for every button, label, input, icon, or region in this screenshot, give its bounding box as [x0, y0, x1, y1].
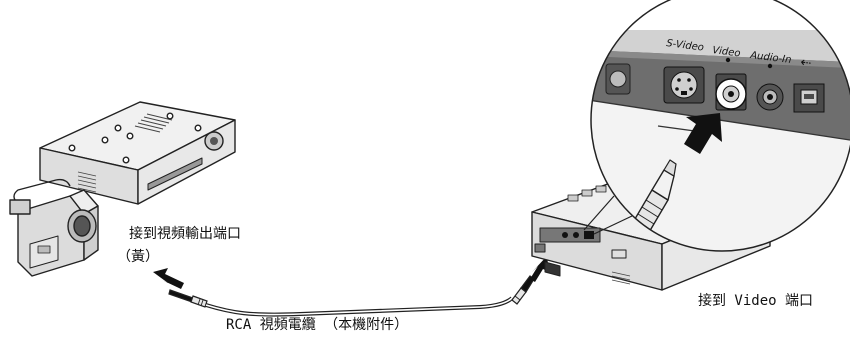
rca-plug-projector	[511, 275, 535, 305]
projector-port-label: 接到 Video 端口	[698, 293, 814, 309]
magnified-port-panel: eo S-Video Video Audio-In ⇠	[589, 0, 850, 252]
audio-dot	[767, 63, 773, 69]
rca-plug-source	[168, 289, 208, 308]
partial-port-left	[605, 63, 631, 95]
magnified-arrow-icon	[684, 113, 722, 154]
magnifier-pointer-line	[593, 215, 633, 235]
arrow-to-source	[153, 268, 184, 289]
label-s-video: S-Video	[666, 38, 705, 54]
source-port-label: 接到視頻輸出端口	[129, 226, 241, 242]
s-video-port	[663, 66, 705, 104]
audio-in-port	[756, 83, 784, 111]
usb-symbol-icon: ⇠	[800, 55, 813, 71]
label-cut-left: eo	[589, 32, 603, 44]
vcr-device	[39, 101, 236, 205]
source-color-label: （黃）	[117, 249, 159, 265]
camcorder-device	[9, 178, 99, 277]
label-audio-in: Audio-In	[749, 50, 792, 66]
video-dot	[725, 57, 731, 63]
cable-label: RCA 視頻電纜 （本機附件）	[226, 317, 409, 333]
label-video: Video	[712, 45, 741, 59]
video-rca-port	[715, 73, 747, 111]
arrow-to-projector	[530, 256, 549, 282]
magnifier-pointer-line	[583, 195, 615, 231]
usb-port	[793, 83, 825, 113]
